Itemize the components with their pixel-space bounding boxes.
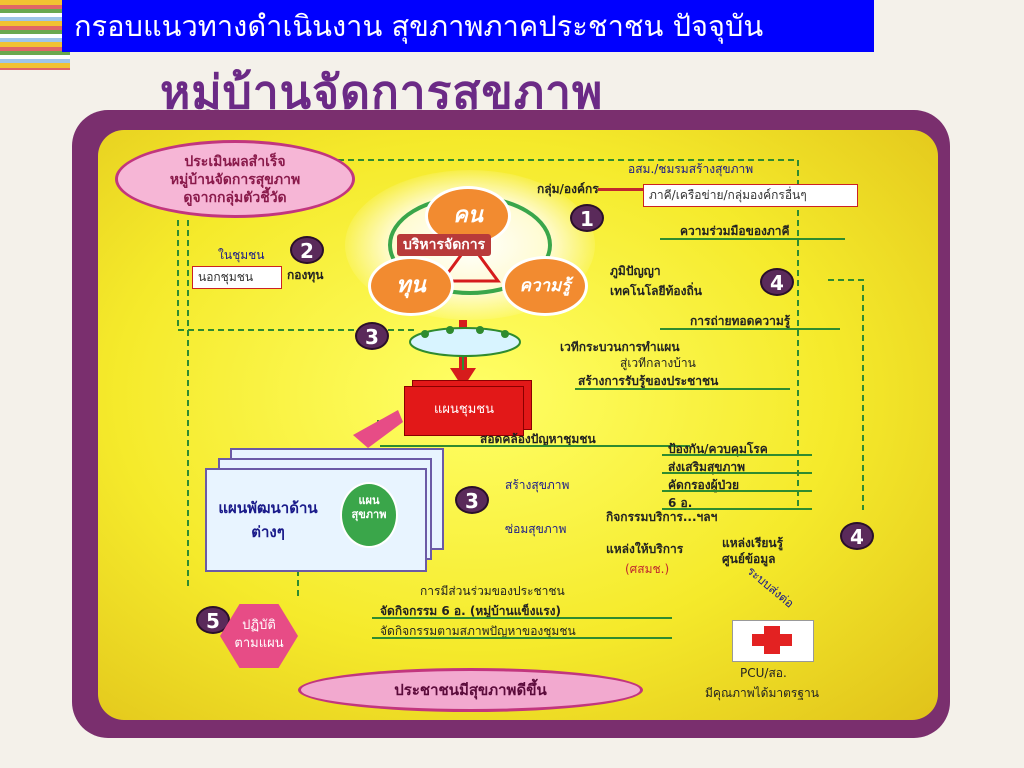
build-underline-3: [662, 490, 812, 492]
health-plan-oval: แผนสุขภาพ: [340, 482, 398, 548]
implement-line2: ตามแผน: [234, 636, 284, 651]
money-circle: ทุน: [368, 256, 454, 316]
service-points: แหล่งให้บริการ: [606, 542, 684, 556]
village-forum: สู่เวทีกลางบ้าน: [620, 356, 696, 370]
knowledge-transfer: การถ่ายทอดความรู้: [690, 314, 791, 328]
partners-box: ภาคี/เครือข่าย/กลุ่มองค์กรอื่นๆ: [643, 184, 858, 207]
build-underline-4: [662, 508, 812, 510]
group-connector: [598, 188, 643, 191]
result-oval: ประชาชนมีสุขภาพดีขึ้น: [298, 668, 643, 712]
activity-6: จัดกิจกรรม 6 อ. (หมู่บ้านแข็งแรง): [380, 604, 562, 618]
awareness-label: สร้างการรับรู้ของประชาชน: [578, 374, 719, 388]
activity-problem: จัดกิจกรรมตามสภาพปัญหาของชุมชน: [380, 624, 576, 638]
build-underline-2: [662, 472, 812, 474]
repair-health-label: ซ่อมสุขภาพ: [505, 522, 567, 536]
group-org-label: กลุ่ม/องค์กร: [537, 182, 599, 196]
participation-label: การมีส่วนร่วมของประชาชน: [420, 584, 565, 598]
build-health-label: สร้างสุขภาพ: [505, 478, 570, 492]
wisdom-label: ภูมิปัญญา: [610, 264, 661, 278]
consistent-underline: [380, 445, 690, 447]
eval-line3: ดูจากกลุ่มตัวชี้วัด: [183, 190, 287, 206]
number-3-top: 3: [355, 322, 389, 350]
eval-line2: หมู่บ้านจัดการสุขภาพ: [169, 172, 301, 188]
number-3-bottom: 3: [455, 486, 489, 514]
build-underline-1: [662, 454, 812, 456]
dev-plan-label: แผนพัฒนาด้านต่างๆ: [218, 499, 318, 541]
community-plan-doc: แผนชุมชน: [404, 386, 524, 436]
connector-lines: [177, 159, 864, 600]
build-item-1: ป้องกัน/ควบคุมโรค: [668, 442, 768, 456]
implement-line1: ปฏิบัติ: [242, 618, 276, 633]
activity-underline-2: [372, 637, 672, 639]
fund-label: กองทุน: [287, 268, 324, 282]
eval-line1: ประเมินผลสำเร็จ: [184, 154, 286, 170]
implement-hexagon: ปฏิบัติ ตามแผน: [220, 604, 298, 668]
in-community-label: ในชุมชน: [218, 248, 265, 262]
red-cross-bar: [752, 634, 792, 646]
build-item-3: คัดกรองผู้ป่วย: [668, 478, 740, 492]
build-item-2: ส่งเสริมสุขภาพ: [668, 460, 746, 474]
decorative-stripes: [0, 0, 70, 70]
number-2: 2: [290, 236, 324, 264]
management-label: บริหารจัดการ: [397, 234, 492, 256]
knowledge-circle: ความรู้: [502, 256, 588, 316]
outside-community-box: นอกชุมชน: [192, 266, 282, 289]
consistent-label: สอดคล้องปัญหาชุมชน: [480, 432, 596, 446]
local-tech-label: เทคโนโลยีท้องถิ่น: [610, 284, 702, 298]
planning-forum: เวทีกระบวนการทำแผน: [560, 340, 680, 354]
service-activity: กิจกรรมบริการ...ฯลฯ: [606, 510, 718, 524]
pcc-label: (ศสมช.): [625, 562, 670, 576]
forum-icon: [409, 326, 521, 357]
number-4-bottom: 4: [840, 522, 874, 550]
activity-underline-1: [372, 617, 672, 619]
partner-cooperation: ความร่วมมือของภาคี: [680, 224, 790, 238]
learning-center: แหล่งเรียนรู้: [722, 536, 784, 550]
evaluation-oval: ประเมินผลสำเร็จ หมู่บ้านจัดการสุขภาพ ดูจ…: [115, 140, 355, 218]
standard-label: มีคุณภาพได้มาตรฐาน: [705, 686, 819, 700]
osm-label: อสม./ชมรมสร้างสุขภาพ: [628, 162, 754, 176]
number-1: 1: [570, 204, 604, 232]
data-center: ศูนย์ข้อมูล: [722, 552, 776, 566]
title-bar: กรอบแนวทางดำเนินงาน สุขภาพภาคประชาชน ปัจ…: [62, 0, 874, 52]
build-item-4: 6 อ.: [668, 496, 693, 510]
awareness-underline: [575, 388, 790, 390]
transfer-underline: [660, 328, 840, 330]
number-4-top: 4: [760, 268, 794, 296]
cooperation-underline: [660, 238, 845, 240]
pcu-label: PCU/สอ.: [740, 666, 787, 680]
